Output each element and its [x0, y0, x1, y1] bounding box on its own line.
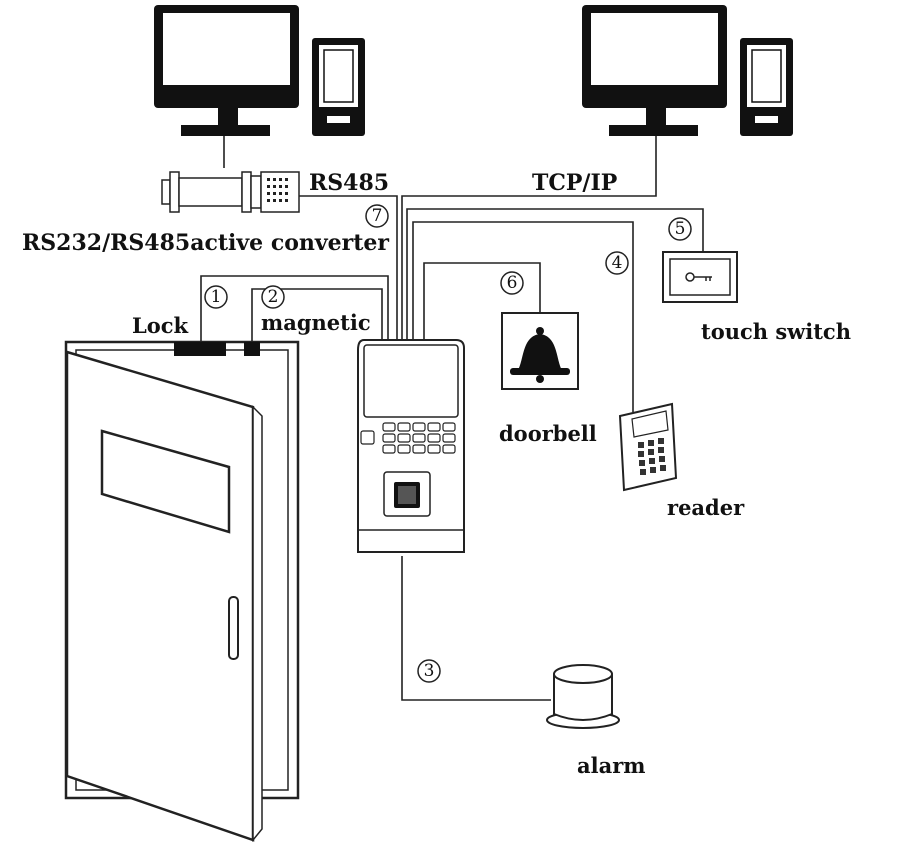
converter-icon — [161, 136, 300, 213]
svg-text:2: 2 — [268, 287, 279, 307]
marker-3: 3 — [417, 659, 441, 683]
doorbell-label: doorbell — [499, 421, 597, 446]
alarm-label: alarm — [577, 753, 645, 778]
svg-text:5: 5 — [675, 219, 686, 239]
wires — [200, 136, 704, 701]
svg-text:1: 1 — [211, 287, 222, 307]
converter-label: RS232/RS485active converter — [22, 230, 389, 256]
reader-label: reader — [667, 495, 745, 520]
marker-7: 7 — [365, 204, 389, 228]
marker-2: 2 — [261, 285, 285, 309]
tcpip-label: TCP/IP — [532, 170, 617, 196]
exit-button-icon — [662, 251, 738, 303]
access-terminal-icon — [357, 339, 465, 553]
keypad-reader-icon — [618, 402, 678, 492]
marker-4: 4 — [605, 251, 629, 275]
rs485-label: RS485 — [309, 170, 389, 196]
marker-6: 6 — [500, 271, 524, 295]
magnetic-label: magnetic — [261, 310, 371, 335]
touch-switch-label: touch switch — [701, 319, 851, 344]
svg-text:6: 6 — [507, 273, 518, 293]
bell-icon — [501, 312, 579, 390]
right-computer-icon — [582, 5, 793, 136]
svg-text:4: 4 — [612, 253, 623, 273]
door-icon — [64, 340, 300, 843]
left-computer-icon — [154, 5, 365, 136]
svg-text:3: 3 — [424, 661, 435, 681]
svg-text:7: 7 — [372, 206, 383, 226]
marker-1: 1 — [204, 285, 228, 309]
siren-icon — [546, 664, 620, 729]
marker-5: 5 — [668, 217, 692, 241]
lock-label: Lock — [132, 313, 189, 338]
